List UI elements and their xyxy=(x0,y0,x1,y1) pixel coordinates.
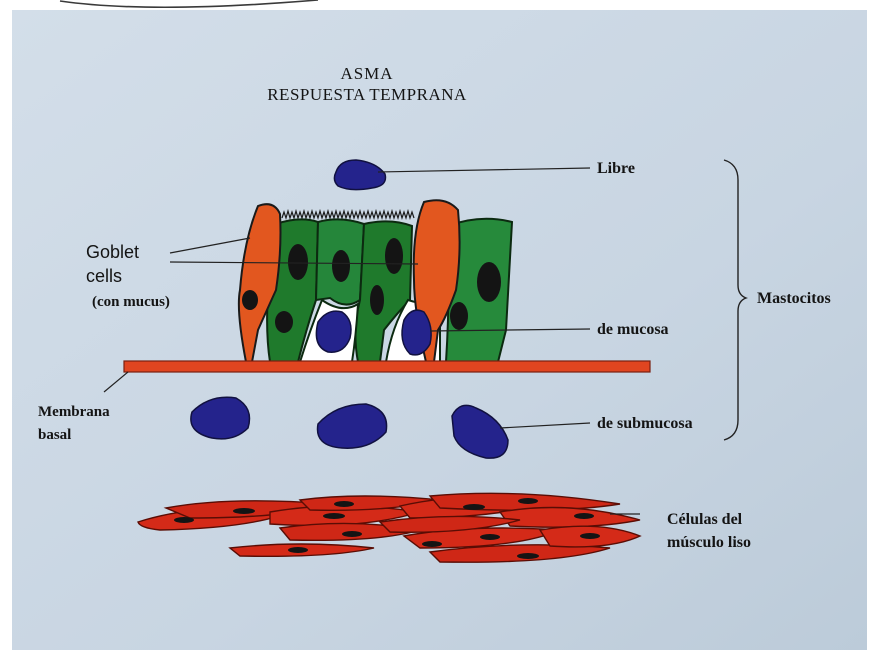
nucleus xyxy=(580,533,600,539)
label-de-mucosa: de mucosa xyxy=(597,321,669,338)
label-celulas-line-2: músculo liso xyxy=(667,534,751,551)
nucleus xyxy=(574,513,594,519)
nucleus xyxy=(422,541,442,547)
nucleus xyxy=(288,244,308,280)
mast-cell-mucosa xyxy=(402,310,431,355)
nucleus xyxy=(342,531,362,537)
nucleus xyxy=(480,534,500,540)
label-mastocitos: Mastocitos xyxy=(757,290,831,307)
label-celulas-line-1: Células del xyxy=(667,511,743,528)
nucleus xyxy=(370,285,384,315)
title-line-1: ASMA xyxy=(340,64,393,83)
nucleus xyxy=(518,498,538,504)
nucleus xyxy=(275,311,293,333)
label-libre: Libre xyxy=(597,160,635,177)
nucleus xyxy=(450,302,468,330)
nucleus xyxy=(334,501,354,507)
label-de-submucosa: de submucosa xyxy=(597,415,693,432)
title-line-2: RESPUESTA TEMPRANA xyxy=(267,85,467,104)
nucleus xyxy=(323,513,345,519)
label-membrana-line-2: basal xyxy=(38,427,71,443)
mast-cell-mucosa xyxy=(316,311,351,352)
label-goblet-cells-line-2: cells xyxy=(86,266,122,286)
label-membrana-line-1: Membrana xyxy=(38,404,110,420)
label-goblet-cells-line-3: (con mucus) xyxy=(92,294,170,310)
nucleus xyxy=(288,547,308,553)
label-goblet-cells-line-1: Goblet xyxy=(86,242,139,262)
nucleus xyxy=(385,238,403,274)
nucleus xyxy=(332,250,350,282)
nucleus xyxy=(233,508,255,514)
basal-membrane xyxy=(124,361,650,372)
nucleus xyxy=(242,290,258,310)
nucleus xyxy=(477,262,501,302)
nucleus xyxy=(517,553,539,559)
nucleus xyxy=(463,504,485,510)
nucleus xyxy=(174,517,194,523)
epithelium xyxy=(239,200,512,362)
